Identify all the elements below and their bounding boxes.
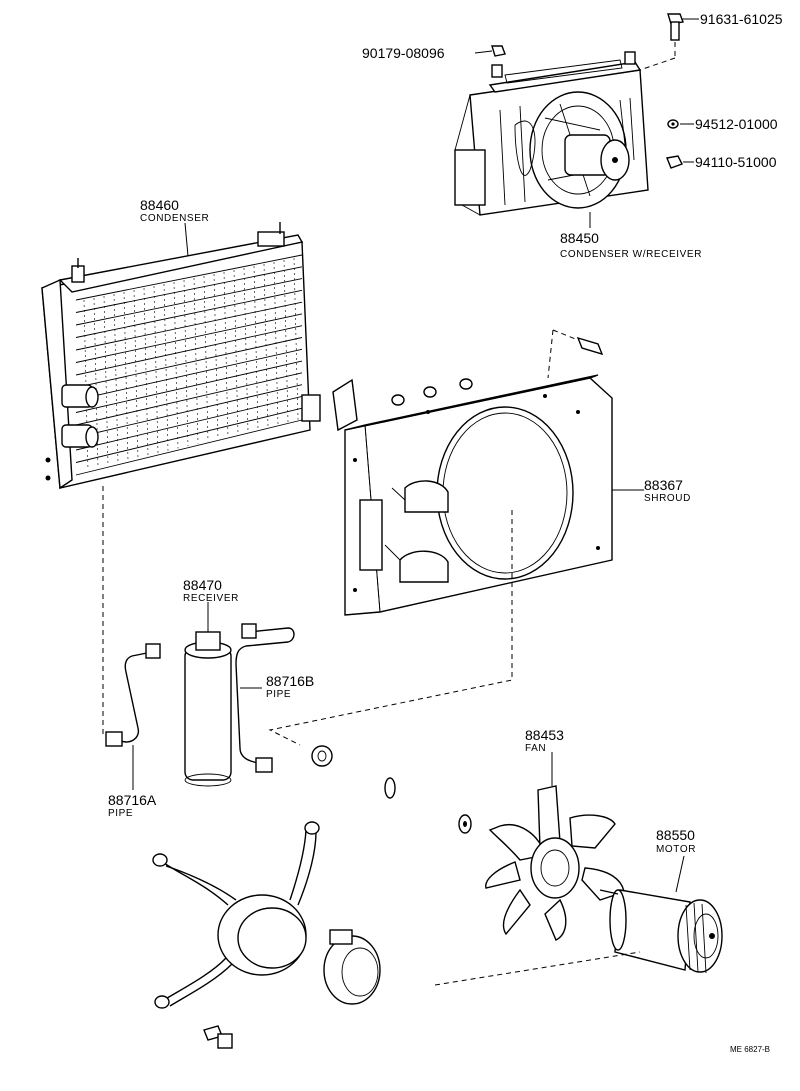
condenser-88460 [41,222,321,490]
label-88716B-name: PIPE [266,689,291,700]
label-88367-number: 88367 [644,477,683,493]
label-88716B-number: 88716B [266,673,314,689]
condenser-with-receiver-assembly [454,51,649,216]
label-91631: 91631-61025 [700,11,783,27]
condenser-tube [75,419,303,476]
pipe-88716B [235,623,295,773]
label-88470-number: 88470 [183,577,222,593]
condenser-fin [133,289,139,459]
label-94110: 94110-51000 [695,154,777,170]
label-88716A-number: 88716A [108,792,157,808]
shroud-hardware [391,336,604,406]
leader-90179 [474,50,493,54]
condenser-tube [75,313,303,363]
label-88550-name: MOTOR [656,844,696,855]
label-90179: 90179-08096 [362,45,445,61]
grommet-94512-01000 [667,119,679,129]
condenser-fin [113,293,119,463]
label-88470-name: RECEIVER [183,593,239,604]
fan-88453 [485,785,625,941]
label-88453-number: 88453 [525,727,564,743]
label-88716A-name: PIPE [108,808,133,819]
leader-88550 [675,855,685,893]
label-88460-name: CONDENSER [140,213,209,224]
clamp-band [323,929,381,1005]
label-88453-name: FAN [525,743,546,754]
leader-motor-to-bracket [434,951,641,986]
label-88367-name: SHROUD [644,493,691,504]
condenser-tube [75,372,303,426]
label-88550-number: 88550 [656,827,695,843]
label-88450-name: CONDENSER W/RECEIVER [560,249,702,260]
label-94512: 94512-01000 [695,116,778,132]
condenser-tube [75,348,303,401]
condenser-tube [75,360,303,413]
receiver-88470 [184,631,232,787]
motor-88550 [599,889,723,974]
nut-90179-08096 [491,45,506,57]
condenser-tube [75,395,303,451]
label-88460-number: 88460 [140,197,179,213]
condenser-fin [273,261,279,425]
motor-bracket [152,821,320,1009]
bolt-91631-61025 [667,13,684,41]
leader-shroud-bolt-2 [552,329,579,341]
pipe-88716A [105,643,161,747]
condenser-tube [75,384,303,438]
condenser-fin [253,265,259,430]
condenser-tube [75,337,303,388]
condenser-tube [75,325,303,376]
label-88450-number: 88450 [560,230,599,246]
condenser-fin [293,257,299,420]
condenser-fin [243,267,249,432]
leader-shroud-to-nut [268,510,513,746]
condenser-fin [123,291,129,461]
leader-shroud-bolt [547,329,554,379]
leader-bolt-top-2 [639,57,676,71]
nut-94110-51000 [666,155,683,169]
bolt-bracket [203,1025,233,1049]
condenser-tube [75,289,303,338]
washer-fan [458,814,472,834]
condenser-tube [75,301,303,351]
condenser-fin [283,259,289,423]
nut-mid [311,745,333,767]
condenser-tube [75,254,303,301]
condenser-fin [233,269,239,435]
condenser-fin [263,263,269,427]
leader-88460 [184,222,189,257]
condenser-fin [103,295,109,466]
condenser-tube [75,278,303,326]
figure-code: ME 6827-B [730,1045,770,1054]
washer-mid [384,777,396,799]
shroud-88367 [332,374,613,616]
condenser-tube [75,407,303,463]
